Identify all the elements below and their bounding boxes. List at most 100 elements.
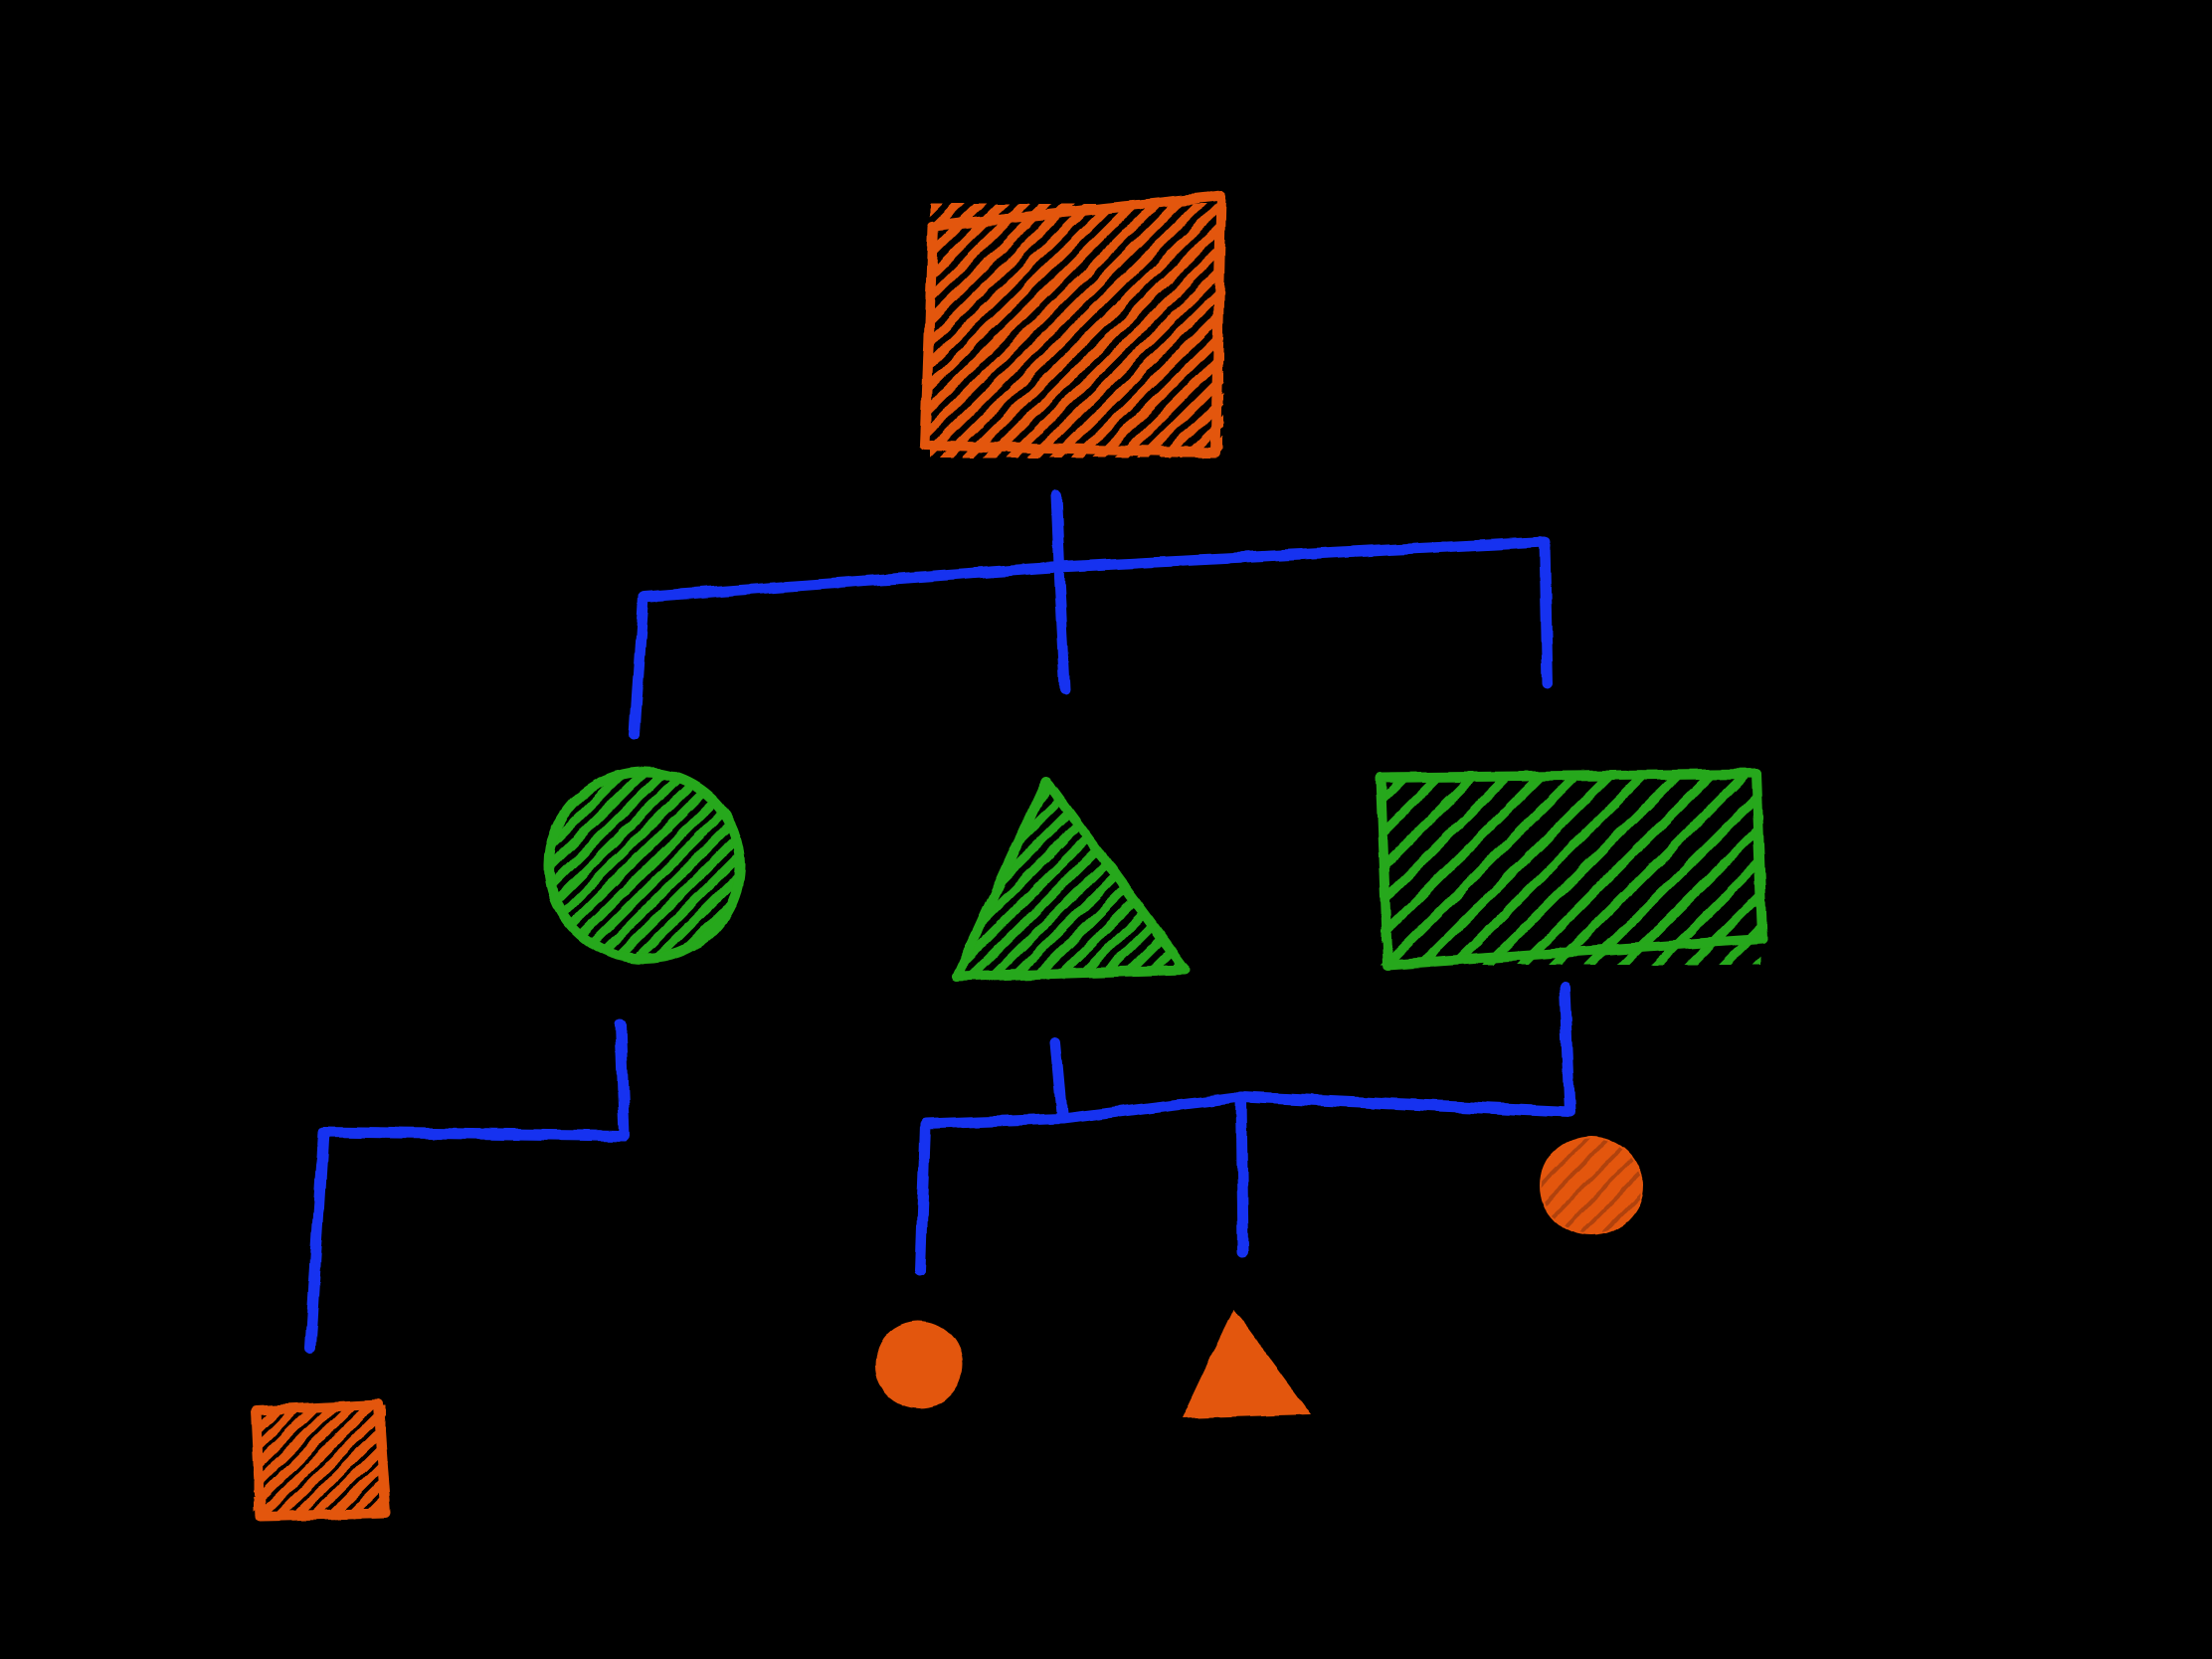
hatch-stroke <box>1616 821 1760 965</box>
root-rectangle-node <box>659 191 1735 460</box>
hatch-stroke <box>400 1400 519 1520</box>
hatch-stroke <box>1447 194 1713 460</box>
hatch-stroke <box>1382 194 1647 460</box>
connector-root-to-children <box>629 488 1554 740</box>
connector-circle-branch <box>304 1018 631 1354</box>
hatch-stroke <box>254 1405 288 1440</box>
hatch-stroke <box>630 774 738 957</box>
hatch-stroke <box>1751 956 1760 965</box>
hatch-stroke <box>1650 854 1760 965</box>
hatch-stroke <box>551 774 711 957</box>
hatch-stroke <box>957 781 1023 977</box>
connector-root-stem <box>1050 488 1065 573</box>
hatch-stroke <box>1684 888 1760 965</box>
hatch-stroke <box>961 204 1223 458</box>
hatch-stroke <box>551 774 572 957</box>
hatch-stroke <box>1425 194 1691 460</box>
hatch-stroke <box>489 1400 609 1520</box>
hatch-stroke <box>930 204 988 262</box>
connector-rect-stem <box>914 981 1575 1277</box>
child-circle-outline <box>544 767 745 964</box>
connector-to-leaf-triangle <box>1235 1091 1249 1257</box>
hatch-stroke <box>1272 194 1538 460</box>
hatch-stroke <box>471 1400 591 1520</box>
hatch-stroke <box>1582 787 1760 965</box>
hatch-stroke <box>1821 771 2020 970</box>
hatch-stroke <box>326 1456 385 1515</box>
hatch-stroke <box>551 774 671 957</box>
hatch-stroke <box>1070 304 1223 458</box>
leaf-triangle-node <box>1182 1309 1311 1418</box>
hatch-stroke <box>1360 194 1625 460</box>
hatch-stroke <box>1228 194 1494 460</box>
hatch-stroke <box>590 774 738 957</box>
connector-triangle-stem <box>1049 1036 1068 1125</box>
connector-to-triangle <box>1053 561 1071 694</box>
hatch-stroke <box>290 1420 385 1515</box>
hatch-stroke <box>930 204 1119 393</box>
hatch-stroke <box>659 194 925 460</box>
child-triangle-node <box>952 776 1522 982</box>
hatch-stroke <box>1381 778 1547 944</box>
hatch-stroke <box>957 781 980 977</box>
hatch-stroke <box>1093 781 1186 977</box>
leaf-circle-right-node <box>1540 1136 1786 1237</box>
hatch-stroke <box>983 217 1223 458</box>
connector-top-bar <box>629 536 1554 740</box>
hatch-stroke <box>1481 778 1682 965</box>
hatch-stroke <box>454 1400 573 1520</box>
hatch-stroke <box>1181 781 1186 977</box>
leaf-circle-shape <box>875 1321 963 1408</box>
hatch-stroke <box>1542 1138 1591 1233</box>
hatch-stroke <box>1403 194 1669 460</box>
hatch-stroke <box>1787 771 1986 970</box>
hatch-stroke <box>1381 778 1479 876</box>
hatch-stroke <box>930 204 1031 305</box>
hatch-stroke <box>551 774 552 957</box>
hatch-stroke <box>1114 348 1223 458</box>
hatch-stroke <box>1294 194 1560 460</box>
hatch-stroke <box>930 204 944 218</box>
hatch-stroke <box>930 204 1053 327</box>
hatch-stroke <box>551 774 632 957</box>
child-triangle-outline <box>952 776 1191 982</box>
leaf-triangle-shape <box>1182 1309 1311 1418</box>
hatch-stroke <box>1889 771 2088 970</box>
hatch-stroke <box>1923 771 2121 970</box>
hatch-stroke <box>1687 1136 1786 1237</box>
leaf-square-node <box>131 1399 627 1522</box>
hatch-stroke <box>1956 771 2155 970</box>
hatch-stroke <box>1115 781 1186 977</box>
hatch-stroke <box>1575 1138 1641 1233</box>
hatch-stroke <box>669 774 738 957</box>
hatch-stroke <box>689 774 738 957</box>
hatch-stroke <box>344 1474 385 1515</box>
hatch-stroke <box>1597 1138 1641 1233</box>
hatch-stroke <box>1469 194 1735 460</box>
hatch-stroke <box>1317 776 1522 981</box>
hatch-stroke <box>254 1405 271 1422</box>
hatch-stroke <box>1201 436 1223 458</box>
root-rectangle-outline <box>920 191 1226 458</box>
child-rectangle-node <box>1376 769 2155 970</box>
leaf-square-outline <box>251 1399 391 1522</box>
hatch-stroke <box>131 1400 251 1520</box>
child-rectangle-outline <box>1376 769 1767 970</box>
hatch-stroke <box>1381 778 1513 910</box>
connector-middle-to-leaves <box>914 981 1575 1277</box>
hatch-stroke <box>1542 1138 1613 1233</box>
hatch-stroke <box>930 204 1163 437</box>
hatch-stroke <box>930 204 1075 349</box>
hatch-stroke <box>1092 326 1223 458</box>
hatch-stroke <box>649 774 738 957</box>
hatch-stroke <box>1665 1136 1764 1237</box>
hatch-stroke <box>1549 778 1750 965</box>
hatch-stroke <box>1338 194 1603 460</box>
leaf-circle-node <box>875 1321 963 1408</box>
hatch-stroke <box>754 770 945 961</box>
hatch-stroke <box>507 1400 627 1520</box>
hatch-stroke <box>436 1400 555 1520</box>
hatch-stroke <box>551 774 691 957</box>
hatch-stroke <box>729 774 738 957</box>
hatch-stroke <box>1381 778 1580 965</box>
